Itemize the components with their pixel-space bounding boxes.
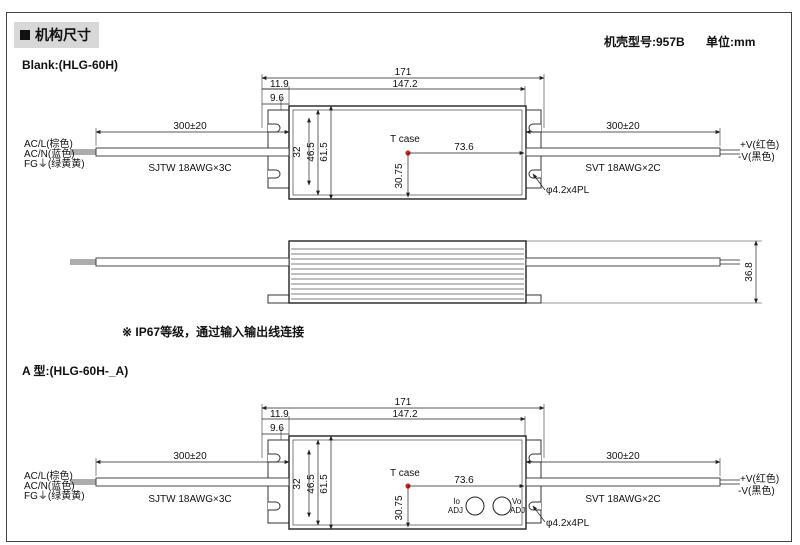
dim-tcase-y-a: 30.75 — [394, 495, 405, 520]
dim-body-length: 147.2 — [392, 79, 417, 90]
unit-label: 单位:mm — [706, 35, 756, 49]
fg-label: FG⏚(绿黄黄) — [24, 157, 85, 170]
ac-l-label-a: AC/L(棕色) — [24, 469, 73, 482]
drawing-frame — [6, 12, 792, 542]
dim-mount-offset-a: 9.6 — [270, 423, 284, 434]
output-cable-spec: SVT 18AWG×2C — [585, 163, 660, 174]
dim-body-length-a: 147.2 — [392, 409, 417, 420]
dim-overall-length: 171 — [395, 67, 412, 78]
dim-output-cable-length-a: 300±20 — [606, 451, 640, 462]
vo-adj-label-top: Vo — [512, 497, 522, 506]
model-info: 机壳型号:957B 单位:mm — [604, 33, 755, 50]
dim-height-inner-a: 32 — [292, 478, 303, 490]
dim-tcase-y: 30.75 — [394, 163, 405, 188]
top-view-blank: 171 147.2 11.9 9.6 300±20 300±20 SJTW 18… — [24, 67, 779, 200]
ip67-note: ※ IP67等级，通过输入输出线连接 — [122, 325, 305, 339]
dim-overall-length-a: 171 — [395, 397, 412, 408]
side-view: 36.8 — [70, 240, 762, 304]
dim-input-cable-length-a: 300±20 — [173, 451, 207, 462]
fg-label-a: FG⏚(绿黄黄) — [24, 489, 85, 502]
case-number: 机壳型号:957B — [604, 35, 685, 49]
dim-height-outer-a: 61.5 — [319, 474, 330, 494]
tcase-label-a: T case — [390, 468, 420, 479]
input-cable-spec: SJTW 18AWG×3C — [148, 163, 231, 174]
section-title: 机构尺寸 — [14, 22, 99, 48]
dim-mount-offset: 9.6 — [270, 93, 284, 104]
v-plus-label: +V(红色) — [740, 138, 779, 151]
output-cable-spec-a: SVT 18AWG×2C — [585, 494, 660, 505]
dim-flange-offset-a: 11.9 — [270, 409, 289, 420]
section-label-a-type: A 型:(HLG-60H-_A) — [22, 364, 129, 378]
io-adj-label-bottom: ADJ — [448, 506, 463, 515]
dim-height-inner: 32 — [292, 146, 303, 158]
ac-n-label-a: AC/N(蓝色) — [24, 479, 75, 492]
v-minus-label-a: -V(黑色) — [738, 484, 775, 497]
input-cable-spec-a: SJTW 18AWG×3C — [148, 494, 231, 505]
dim-height-mid: 46.5 — [306, 142, 317, 162]
ac-n-label: AC/N(蓝色) — [24, 147, 75, 160]
dim-input-cable-length: 300±20 — [173, 121, 207, 132]
mount-hole-spec: φ4.2x4PL — [546, 185, 590, 196]
mount-hole-spec-a: φ4.2x4PL — [546, 518, 590, 529]
dim-flange-offset: 11.9 — [270, 79, 289, 90]
vo-adj-label-bottom: ADJ — [510, 506, 525, 515]
dim-tcase-x-a: 73.6 — [454, 475, 474, 486]
io-adj-label-top: Io — [453, 497, 460, 506]
dim-height-mid-a: 46.5 — [306, 474, 317, 494]
vo-adj-knob — [492, 496, 512, 516]
ac-l-label: AC/L(棕色) — [24, 137, 73, 150]
io-adj-knob — [465, 496, 485, 516]
dim-thickness: 36.8 — [744, 262, 755, 282]
square-bullet-icon — [20, 30, 30, 40]
dim-output-cable-length: 300±20 — [606, 121, 640, 132]
dim-height-outer: 61.5 — [319, 142, 330, 162]
v-minus-label: -V(黑色) — [738, 150, 775, 163]
dim-tcase-x: 73.6 — [454, 142, 474, 153]
tcase-label: T case — [390, 134, 420, 145]
v-plus-label-a: +V(红色) — [740, 472, 779, 485]
top-view-a-type: 171 147.2 11.9 9.6 300±20 300±20 SJTW 18… — [24, 397, 779, 530]
section-label-blank: Blank:(HLG-60H) — [22, 58, 119, 72]
section-title-text: 机构尺寸 — [35, 27, 91, 43]
